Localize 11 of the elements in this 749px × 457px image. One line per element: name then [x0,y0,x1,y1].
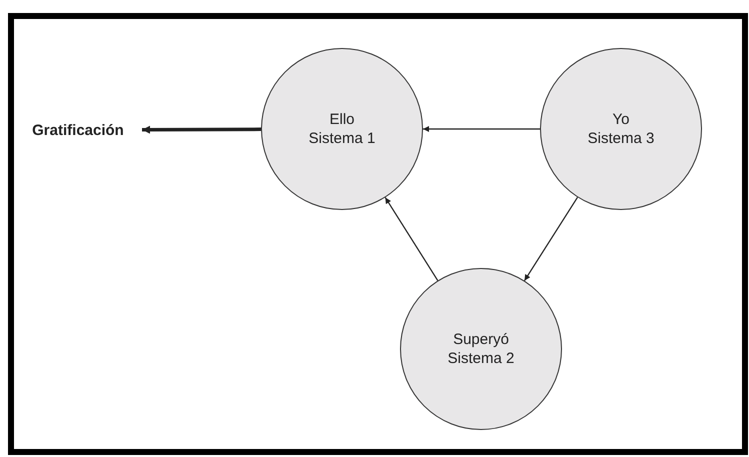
node-label: Yo [612,110,630,129]
node-label: Sistema 3 [588,129,654,148]
arrow [524,197,578,281]
outcome-label: Gratificación [22,119,134,141]
arrow [384,197,438,281]
arrow [142,126,261,134]
node-label: Superyó [453,330,509,349]
node-label: Sistema 1 [308,129,376,148]
node-label: Sistema 2 [448,349,514,368]
node-label: Ello [329,110,354,129]
arrow [423,126,540,132]
